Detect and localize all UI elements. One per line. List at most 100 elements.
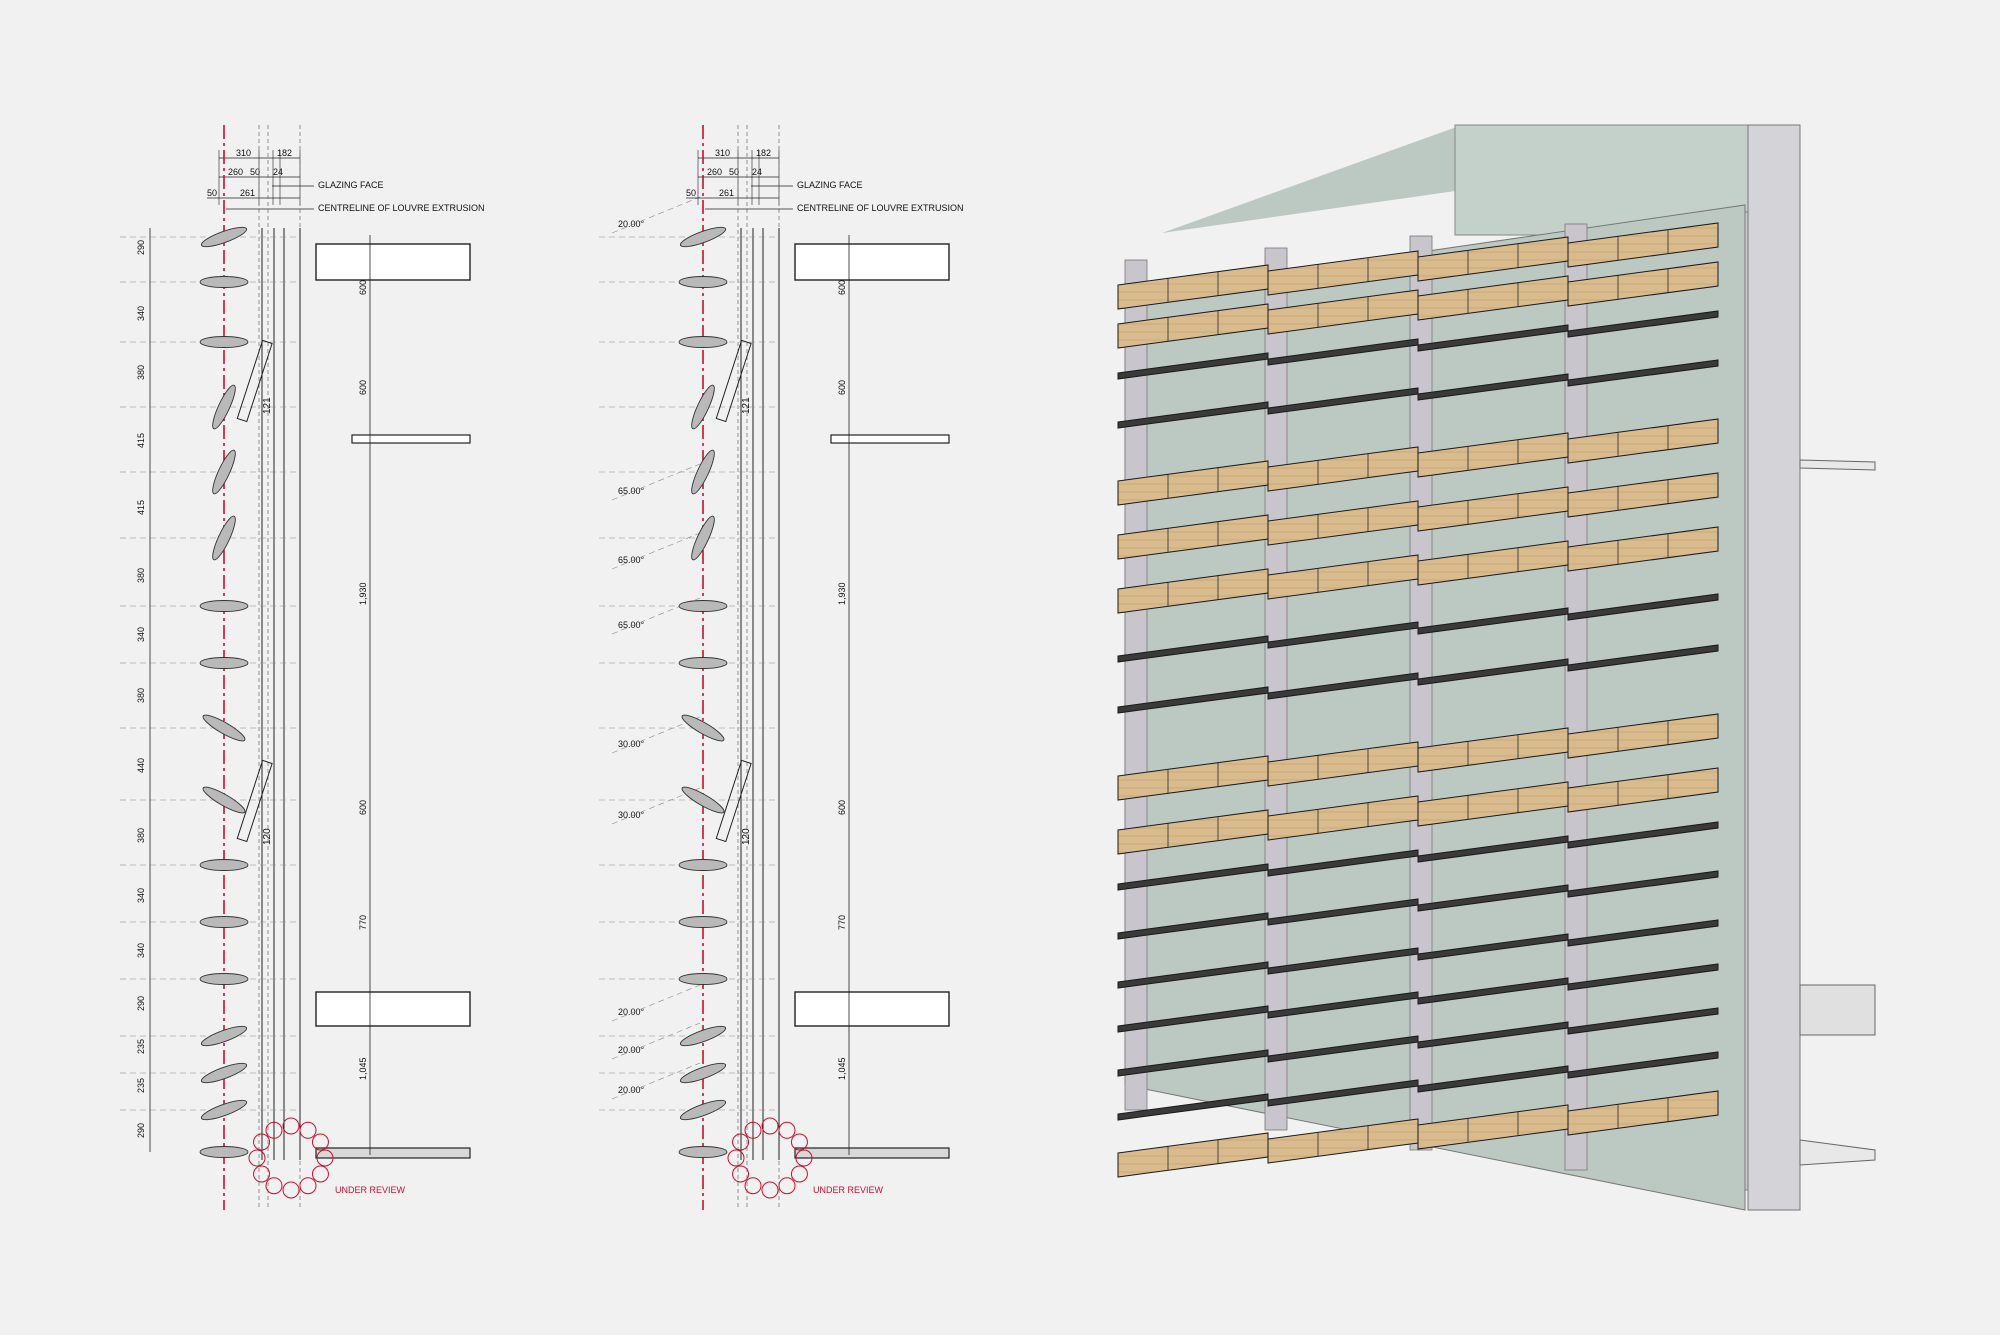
louvre-blade bbox=[678, 600, 728, 612]
dimension-label: 380 bbox=[136, 688, 146, 703]
louvre-blade-3d bbox=[1567, 1051, 1719, 1079]
louvre-blade bbox=[200, 1025, 248, 1047]
louvre-blade bbox=[678, 973, 728, 985]
upper-glass bbox=[1162, 125, 1462, 233]
section-drawing-b: 310 182 260 50 24 50 261 GLAZING FACE CE… bbox=[599, 125, 964, 1210]
revision-cloud bbox=[744, 1121, 762, 1139]
dim-50b: 50 bbox=[207, 188, 217, 198]
operable-panel bbox=[236, 339, 273, 423]
annotation-120: 120 bbox=[741, 828, 752, 845]
revision-cloud bbox=[311, 1133, 329, 1151]
angle-guide bbox=[611, 787, 701, 825]
louvre-blade-3d bbox=[1567, 821, 1719, 849]
louvre-blade bbox=[199, 973, 249, 985]
dimension-label: 600 bbox=[358, 800, 368, 815]
louvre-blade bbox=[678, 657, 728, 669]
revision-cloud bbox=[732, 1133, 750, 1151]
dimension-label: 1,930 bbox=[358, 582, 368, 605]
angle-guide bbox=[611, 532, 701, 570]
floor-slab-top bbox=[794, 243, 950, 281]
dim-261: 261 bbox=[240, 188, 255, 198]
label-centreline: CENTRELINE OF LOUVRE EXTRUSION bbox=[797, 203, 964, 213]
operable-panel bbox=[236, 759, 273, 843]
dimension-label: 340 bbox=[136, 627, 146, 642]
floor-slab-top bbox=[315, 243, 471, 281]
angle-label: 20.00° bbox=[618, 1045, 645, 1055]
angle-label: 20.00° bbox=[618, 219, 645, 229]
revision-cloud bbox=[316, 1149, 334, 1167]
louvre-blade bbox=[199, 916, 249, 928]
louvre-blade bbox=[199, 600, 249, 612]
louvre-blade bbox=[200, 1099, 248, 1121]
angle-guide bbox=[611, 1062, 701, 1100]
dimension-label: 600 bbox=[837, 280, 847, 295]
dimension-label: 415 bbox=[136, 500, 146, 515]
dim-260: 260 bbox=[707, 167, 722, 177]
dimension-label: 600 bbox=[358, 380, 368, 395]
louvre-blade-3d bbox=[1567, 359, 1719, 387]
dimension-label: 600 bbox=[837, 800, 847, 815]
dim-182: 182 bbox=[277, 148, 292, 158]
dimension-label: 290 bbox=[136, 996, 146, 1011]
slab-edge bbox=[1799, 984, 1876, 1036]
louvre-blade bbox=[199, 276, 249, 288]
angle-guide bbox=[611, 984, 701, 1022]
louvre-blade bbox=[678, 859, 728, 871]
louvre-blade-3d bbox=[1117, 1132, 1269, 1178]
dimension-label: 600 bbox=[358, 280, 368, 295]
angle-label: 30.00° bbox=[618, 739, 645, 749]
operable-panel bbox=[715, 339, 752, 423]
louvre-blade bbox=[199, 336, 249, 348]
mullion bbox=[1124, 259, 1148, 1111]
revision-cloud bbox=[299, 1177, 317, 1195]
revision-cloud bbox=[761, 1181, 779, 1199]
label-centreline: CENTRELINE OF LOUVRE EXTRUSION bbox=[318, 203, 485, 213]
angle-label: 20.00° bbox=[618, 1007, 645, 1017]
angle-label: 65.00° bbox=[618, 555, 645, 565]
annotation-121: 121 bbox=[741, 397, 752, 414]
dimension-label: 290 bbox=[136, 1123, 146, 1138]
dimension-label: 600 bbox=[837, 380, 847, 395]
louvre-blade bbox=[199, 657, 249, 669]
dimension-label: 235 bbox=[136, 1078, 146, 1093]
louvre-blade bbox=[678, 336, 728, 348]
revision-cloud bbox=[253, 1133, 271, 1151]
louvre-blade-3d bbox=[1567, 919, 1719, 947]
mullion bbox=[1409, 235, 1433, 1151]
label-under-review: UNDER REVIEW bbox=[335, 1185, 406, 1195]
section-geometry-a bbox=[120, 125, 471, 1210]
floor-slab-bottom bbox=[315, 991, 471, 1027]
section-geometry-b bbox=[599, 125, 950, 1210]
louvre-blade bbox=[679, 1025, 727, 1047]
dim-24: 24 bbox=[273, 167, 283, 177]
louvre-blade bbox=[681, 714, 725, 742]
louvre-blade bbox=[691, 449, 715, 495]
revision-cloud bbox=[761, 1117, 779, 1135]
section-drawing-a: 310 182 260 50 24 50 261 GLAZING FACE CE… bbox=[120, 125, 485, 1210]
louvre-blade-3d bbox=[1567, 870, 1719, 898]
dim-50: 50 bbox=[250, 167, 260, 177]
left-dimension-labels: 2903403804154153803403804403803403402902… bbox=[136, 240, 146, 1138]
dimension-label: 380 bbox=[136, 828, 146, 843]
dim-310: 310 bbox=[236, 148, 251, 158]
louvre-blade bbox=[199, 1146, 249, 1158]
dimension-label: 340 bbox=[136, 943, 146, 958]
dimension-label: 1,045 bbox=[837, 1057, 847, 1080]
angle-label: 65.00° bbox=[618, 620, 645, 630]
angle-label: 65.00° bbox=[618, 486, 645, 496]
revision-cloud bbox=[744, 1177, 762, 1195]
dimension-label: 340 bbox=[136, 888, 146, 903]
dim-182: 182 bbox=[756, 148, 771, 158]
dimension-label: 380 bbox=[136, 365, 146, 380]
louvre-blade bbox=[212, 515, 236, 561]
revision-cloud bbox=[311, 1165, 329, 1183]
louvre-blade bbox=[199, 859, 249, 871]
angle-label: 20.00° bbox=[618, 1085, 645, 1095]
dimension-label: 235 bbox=[136, 1039, 146, 1054]
intermediate-slab bbox=[830, 434, 950, 444]
dimension-label: 380 bbox=[136, 568, 146, 583]
dimension-label: 415 bbox=[136, 433, 146, 448]
